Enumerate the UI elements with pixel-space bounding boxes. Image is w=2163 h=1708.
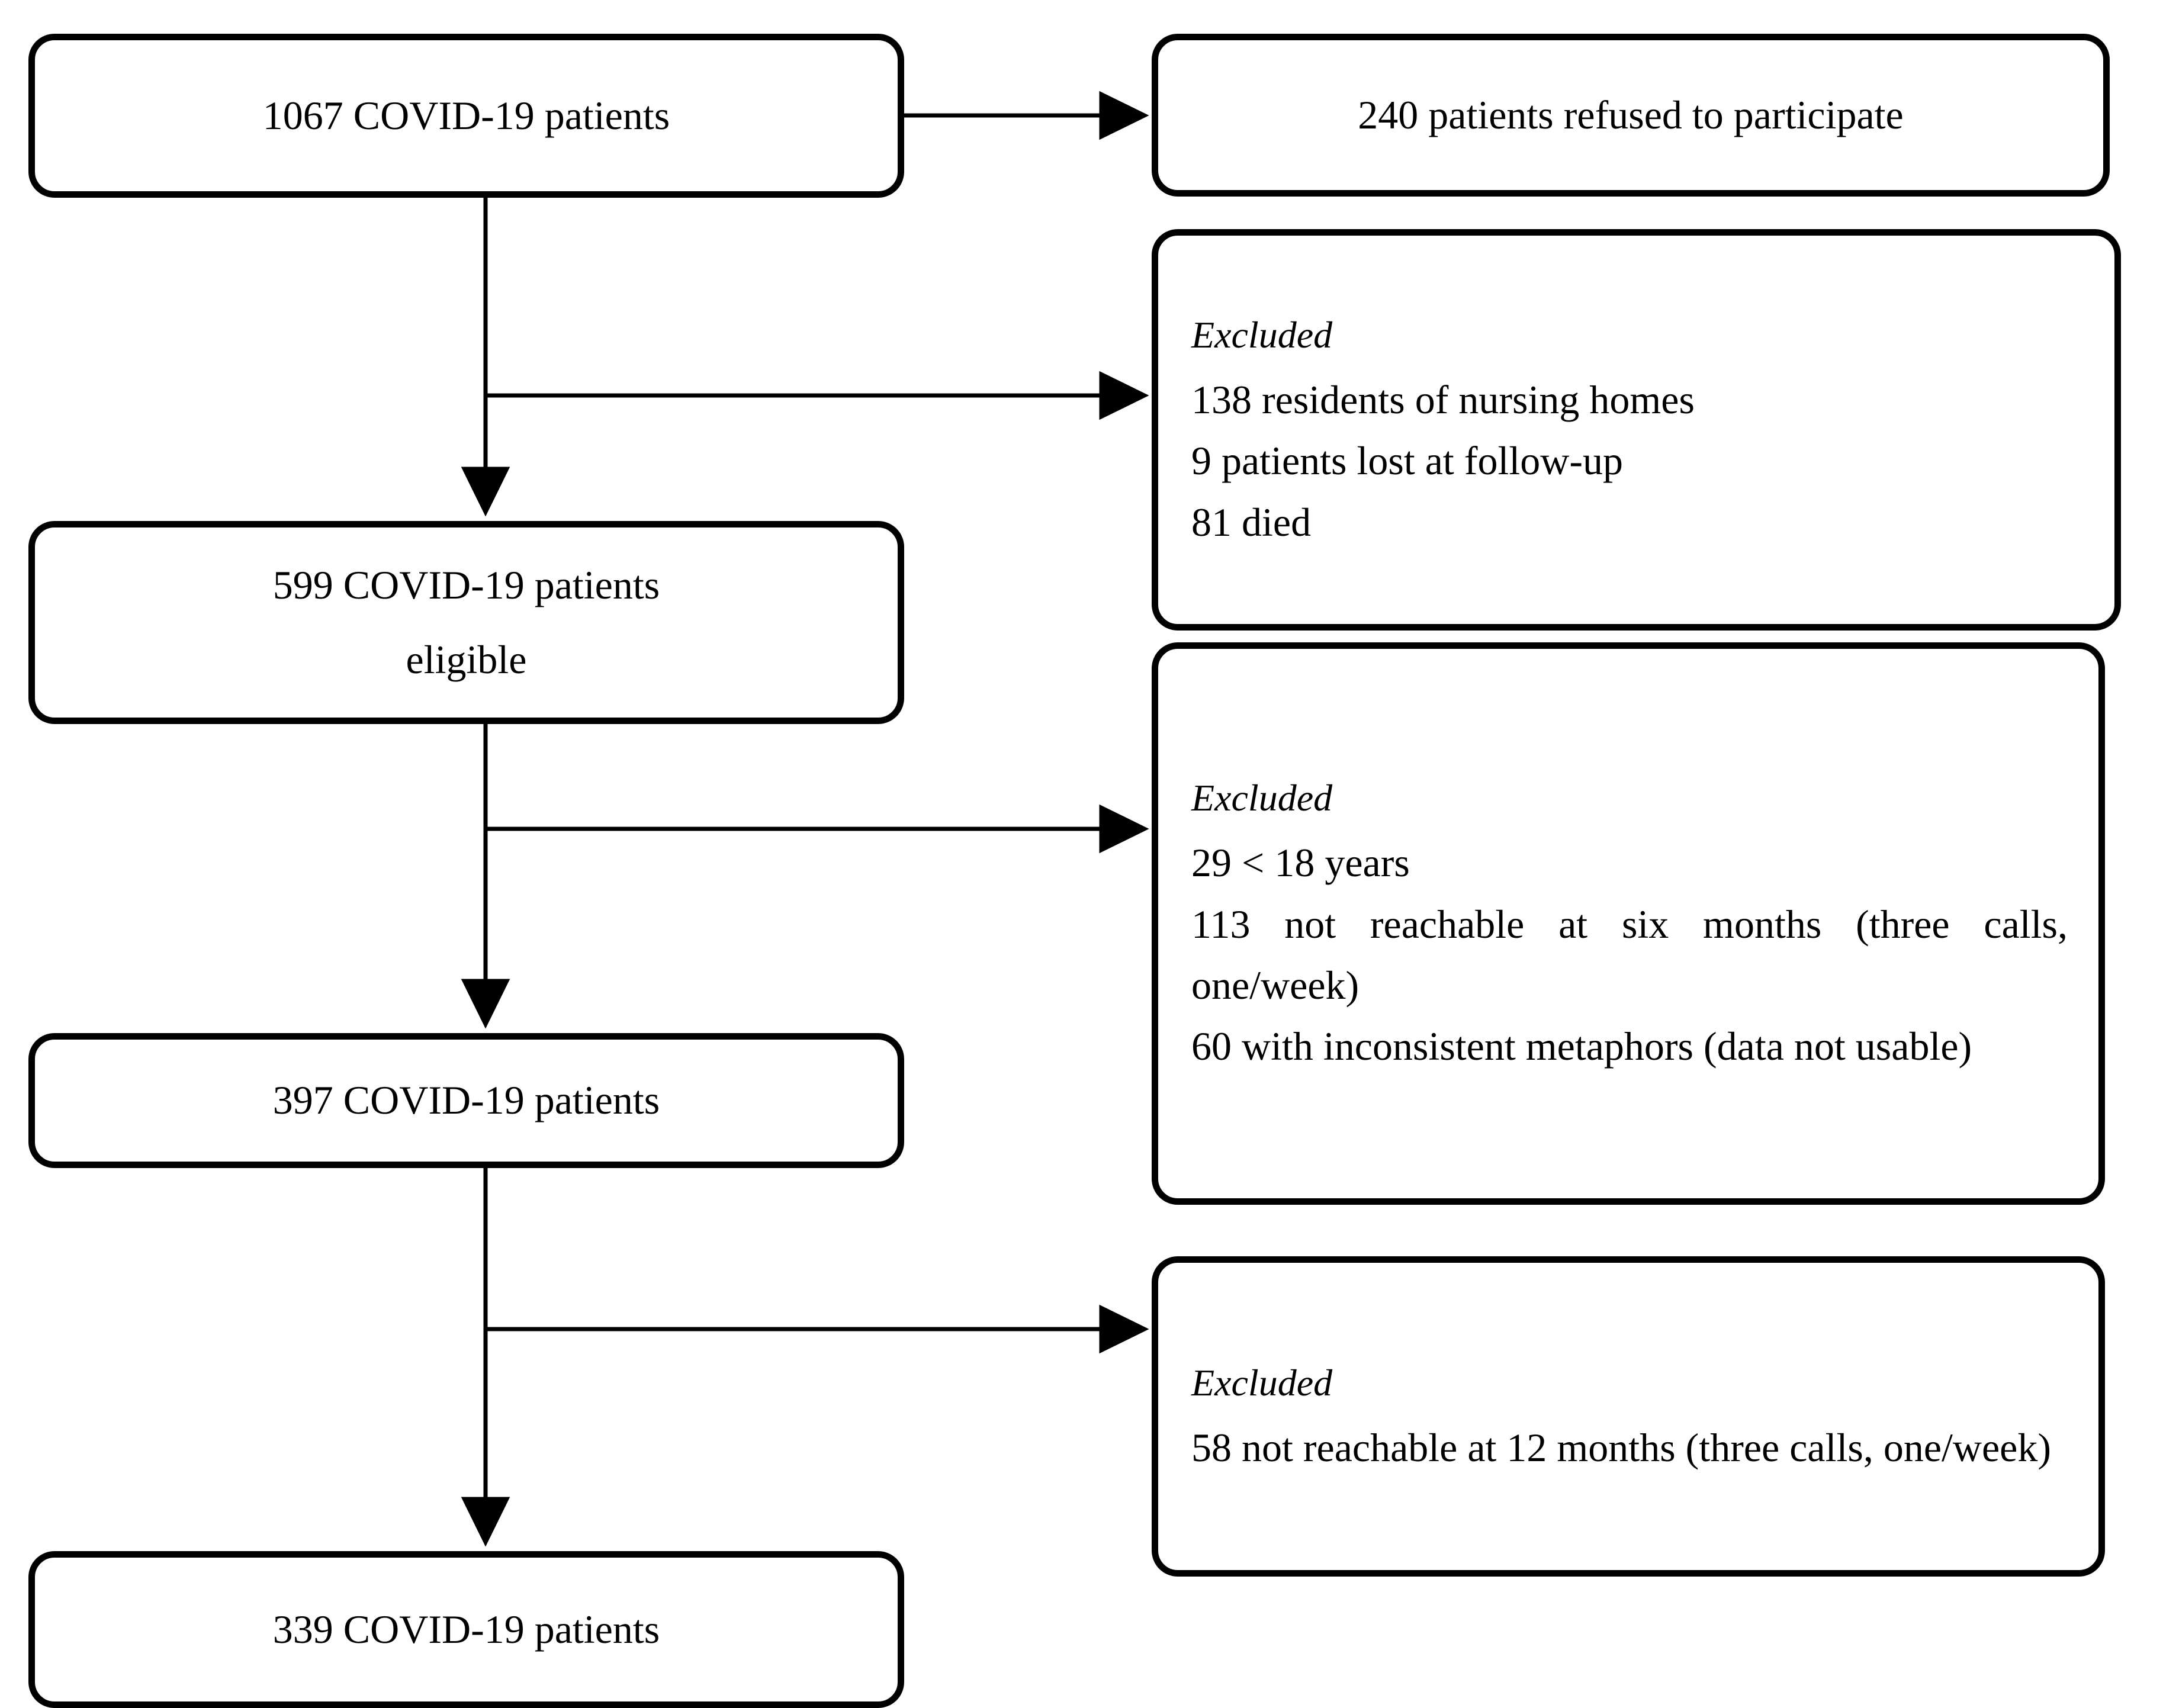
excluded-line: 29 < 18 years [1191,840,1410,886]
node-label: 599 COVID-19 patients [272,562,660,608]
node-label-secondary: eligible [406,636,527,682]
excluded-line: 81 died [1191,499,1312,545]
node-eligible-599: 599 COVID-19 patients eligible [28,521,904,724]
node-enrolled-339: 339 COVID-19 patients [28,1551,904,1708]
excluded-line: 9 patients lost at follow-up [1191,438,1624,484]
excluded-line: 113 not reachable at six months (three c… [1191,901,2068,1008]
node-excluded-group-1: Excluded 138 residents of nursing homes … [1152,229,2121,631]
node-label: 397 COVID-19 patients [272,1077,660,1123]
node-label: 339 COVID-19 patients [272,1606,660,1652]
node-enrolled-1067: 1067 COVID-19 patients [28,34,904,198]
excluded-line: 240 patients refused to participate [1358,92,1904,137]
excluded-heading: Excluded [1191,777,1333,819]
node-excluded-group-2: Excluded 29 < 18 years 113 not reachable… [1152,642,2105,1205]
excluded-heading: Excluded [1191,313,1333,356]
excluded-line: 138 residents of nursing homes [1191,377,1695,422]
node-excluded-refused: 240 patients refused to participate [1152,34,2110,197]
excluded-line: 58 not reachable at 12 months (three cal… [1191,1424,2052,1470]
excluded-line: 60 with inconsistent metaphors (data not… [1191,1024,1972,1069]
node-enrolled-397: 397 COVID-19 patients [28,1033,904,1168]
node-excluded-group-3: Excluded 58 not reachable at 12 months (… [1152,1256,2105,1577]
node-label: 1067 COVID-19 patients [262,92,670,138]
excluded-heading: Excluded [1191,1361,1333,1404]
